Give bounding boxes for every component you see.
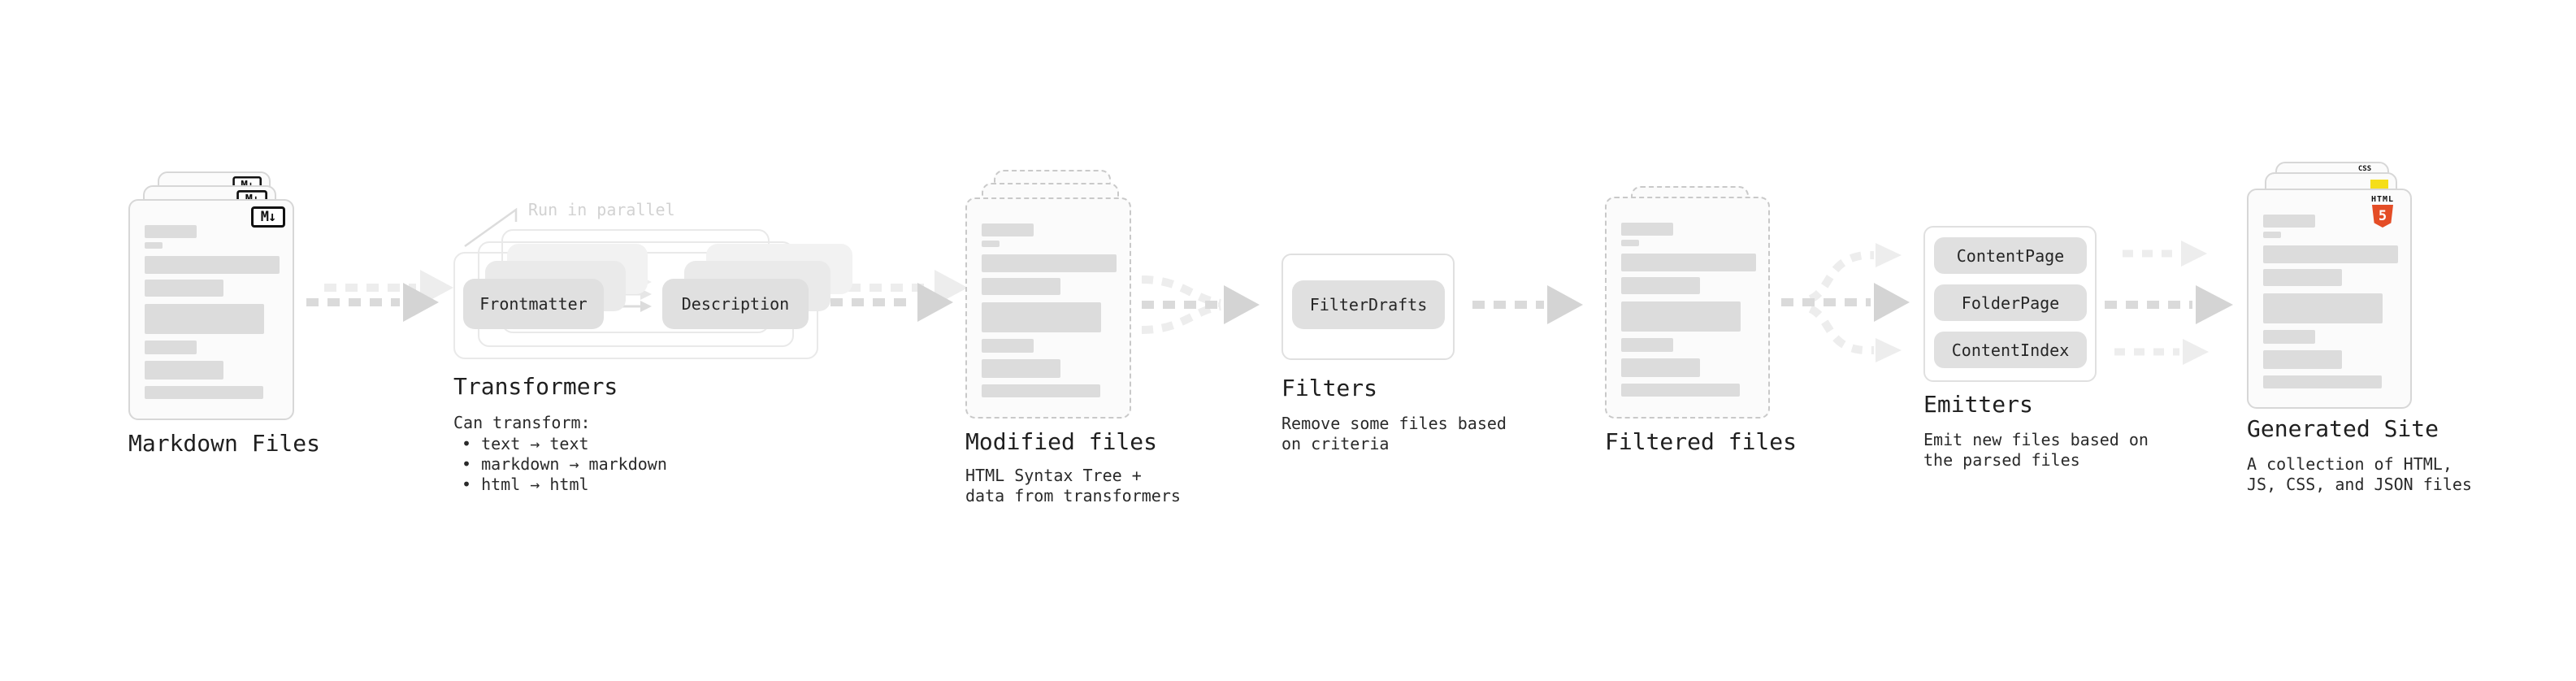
frontmatter-box: Frontmatter bbox=[463, 279, 604, 329]
html5-icon: HTML 5 bbox=[2366, 195, 2399, 228]
transform-bullets: • text → text • markdown → markdown • ht… bbox=[462, 434, 667, 495]
doc-skeleton bbox=[967, 199, 1130, 417]
section-description: Emit new files based on the parsed files bbox=[1923, 430, 2149, 470]
doc-skeleton bbox=[1607, 198, 1768, 417]
contentindex-box: ContentIndex bbox=[1934, 332, 2087, 368]
section-description: A collection of HTML, JS, CSS, and JSON … bbox=[2247, 454, 2472, 494]
section-label: Emitters bbox=[1923, 391, 2033, 418]
section-description: Can transform: bbox=[453, 413, 591, 432]
section-description: HTML Syntax Tree + data from transformer… bbox=[965, 466, 1181, 505]
bullet-item: • markdown → markdown bbox=[462, 454, 667, 474]
file-card-front bbox=[965, 197, 1131, 419]
section-description: Remove some files based on criteria bbox=[1281, 414, 1507, 453]
section-label: Filters bbox=[1281, 375, 1378, 401]
section-label: Transformers bbox=[453, 373, 618, 400]
folderpage-box: FolderPage bbox=[1934, 284, 2087, 321]
doc-skeleton bbox=[130, 201, 293, 419]
filterdrafts-box: FilterDrafts bbox=[1292, 280, 1445, 329]
arrow-modified-to-filters-merge bbox=[1141, 275, 1260, 334]
arrow-markdown-to-transformers bbox=[306, 270, 453, 322]
section-label: Generated Site bbox=[2247, 415, 2439, 442]
contentpage-box: ContentPage bbox=[1934, 237, 2087, 274]
arrow-emitters-to-generated bbox=[2105, 241, 2233, 365]
bullet-item: • html → html bbox=[462, 475, 589, 494]
file-card-front: HTML 5 bbox=[2247, 189, 2412, 409]
parallel-note: Run in parallel bbox=[528, 200, 675, 219]
file-card-front: M↓ bbox=[128, 199, 294, 420]
arrow-filtered-to-emitters-fanout bbox=[1781, 243, 1910, 362]
doc-skeleton bbox=[2249, 190, 2410, 407]
description-box: Description bbox=[662, 279, 809, 329]
file-card-front bbox=[1605, 197, 1770, 419]
section-label: Modified files bbox=[965, 428, 1158, 455]
arrow-filters-to-filtered bbox=[1472, 285, 1583, 324]
markdown-badge-icon: M↓ bbox=[251, 206, 285, 228]
js-icon bbox=[2370, 180, 2388, 189]
section-label: Markdown Files bbox=[128, 430, 321, 457]
section-label: Filtered files bbox=[1605, 428, 1798, 455]
bullet-item: • text → text bbox=[462, 434, 589, 453]
